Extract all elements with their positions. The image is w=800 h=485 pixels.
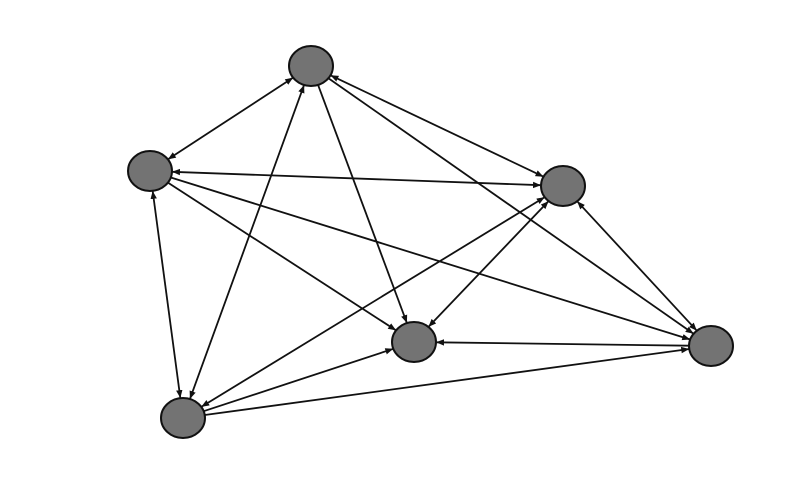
- edge-A-F: [189, 84, 305, 400]
- node-B: [127, 150, 173, 192]
- node-F: [160, 397, 206, 439]
- nodes-layer: [127, 45, 734, 439]
- edge-C-F: [200, 196, 546, 408]
- node-D: [391, 321, 437, 363]
- edge-B-C: [171, 168, 542, 189]
- edges-layer: [150, 74, 698, 416]
- node-E: [688, 325, 734, 367]
- edge-A-C: [330, 74, 544, 178]
- edge-B-F: [150, 190, 183, 399]
- edge-F-D: [203, 347, 394, 413]
- edge-A-D: [317, 84, 408, 324]
- edge-F-E: [204, 346, 690, 416]
- edge-E-D: [435, 339, 690, 347]
- node-C: [540, 165, 586, 207]
- edge-A-B: [167, 76, 294, 161]
- edge-B-E: [170, 176, 691, 341]
- edge-C-E: [576, 200, 698, 332]
- node-A: [288, 45, 334, 87]
